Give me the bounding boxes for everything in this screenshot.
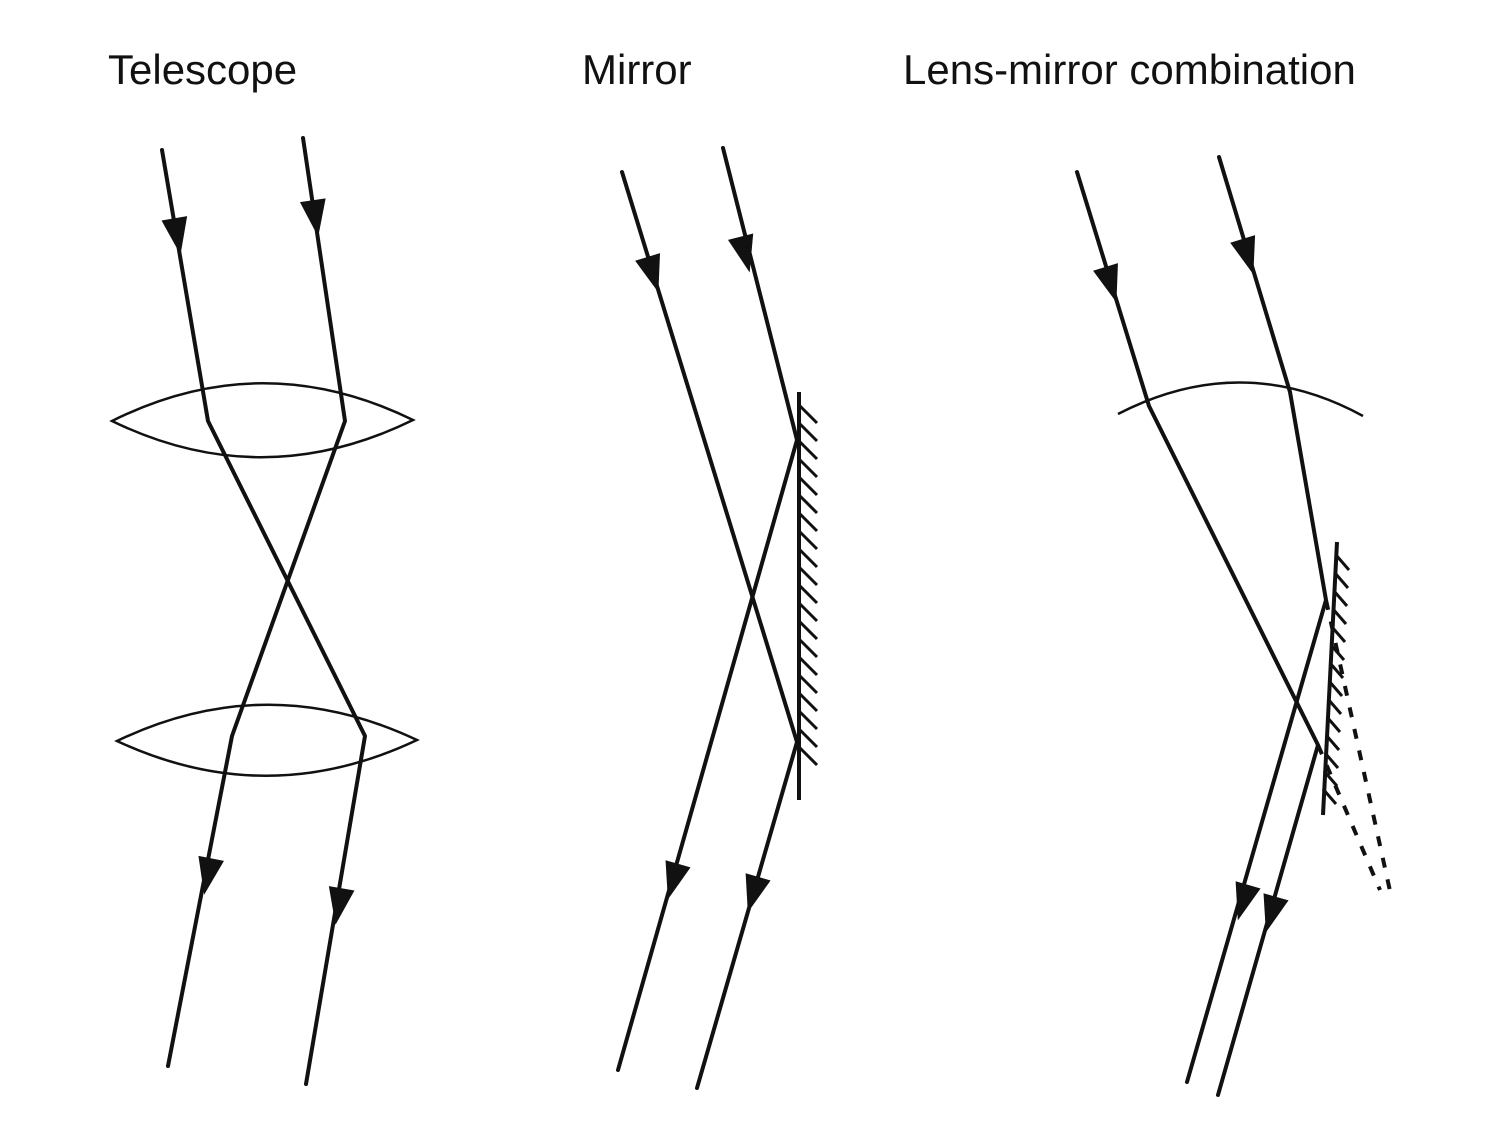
plane-mirror-hatching [797, 403, 819, 767]
telescope-arrow-right-out [198, 855, 224, 895]
mirror-ray-left [620, 170, 799, 1090]
lens-mirror-arrow-left-out [1263, 893, 1289, 933]
mirror-panel: Mirror [582, 46, 819, 1090]
lens-mirror-dotted-lower [1316, 744, 1382, 891]
mirror-arrow-right-out [665, 860, 691, 900]
telescope-ray-right [166, 136, 347, 1068]
lens-mirror-panel: Lens-mirror combination [903, 46, 1394, 1097]
telescope-arrow-right-in [299, 198, 326, 237]
telescope-arrow-left-in [161, 216, 188, 255]
telescope-lower-lens [114, 703, 420, 777]
lens-mirror-ray-left [1075, 170, 1320, 1097]
telescope-title: Telescope [108, 46, 297, 93]
mirror-arrow-left-in [635, 253, 660, 293]
mirror-ray-right [616, 146, 799, 1072]
telescope-arrow-left-out [328, 886, 355, 925]
lens-mirror-lens-surface [1117, 381, 1364, 418]
mirror-arrow-right-in [728, 233, 754, 273]
mirror-arrow-left-out [745, 873, 771, 913]
lens-mirror-ray-right [1185, 155, 1328, 1084]
lens-mirror-dotted-upper [1324, 599, 1394, 901]
mirror-title: Mirror [582, 46, 692, 93]
lens-mirror-title: Lens-mirror combination [903, 46, 1356, 93]
lens-mirror-arrow-left-in [1093, 263, 1118, 303]
lens-mirror-mirror [1321, 541, 1339, 816]
telescope-panel: Telescope [108, 46, 420, 1086]
lens-mirror-arrow-right-out [1235, 881, 1261, 921]
lens-mirror-arrow-right-in [1230, 235, 1256, 275]
telescope-upper-lens [109, 382, 416, 459]
